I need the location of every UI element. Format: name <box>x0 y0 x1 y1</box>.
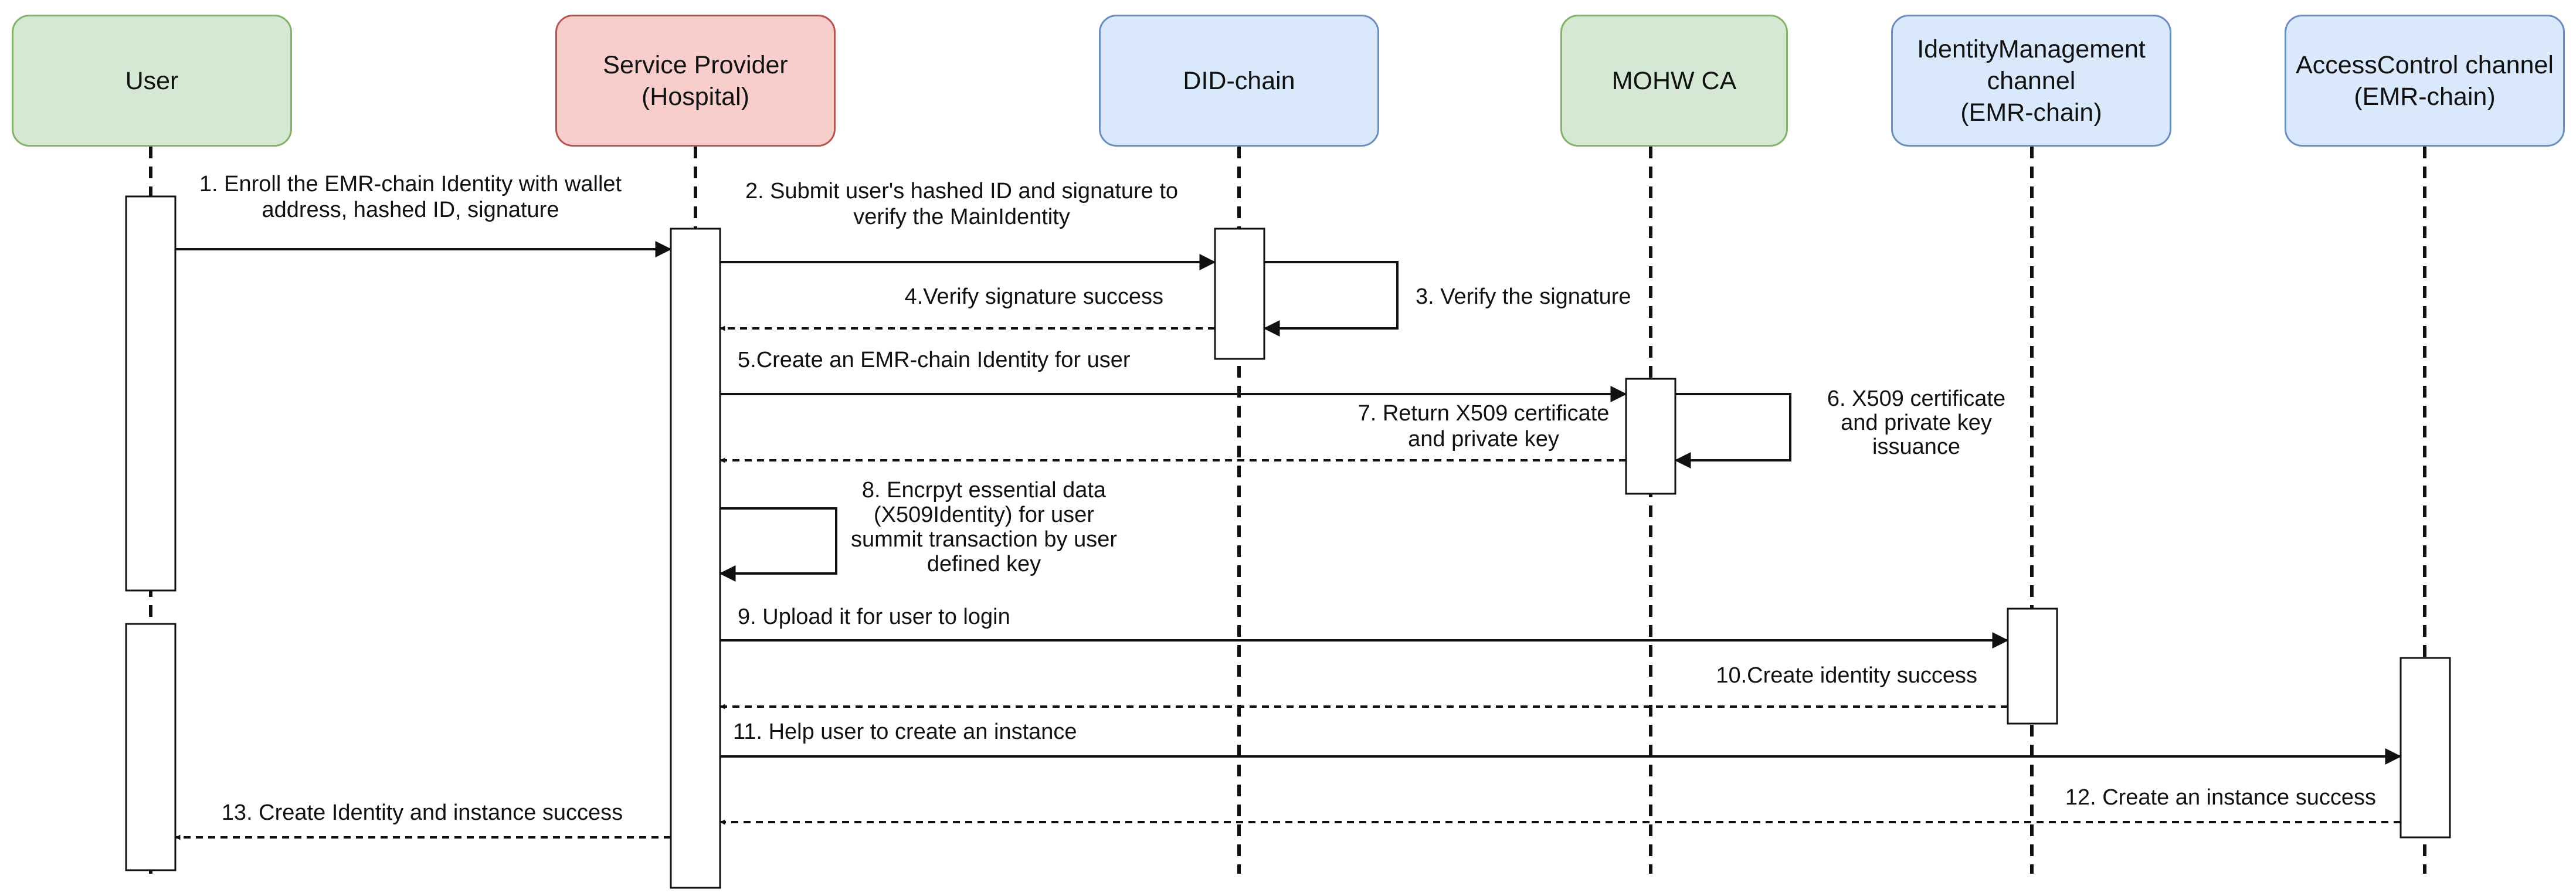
m1-line-1: 1. Enroll the EMR-chain Identity with wa… <box>199 172 622 196</box>
message-2-label: 2. Submit user's hashed ID and signature… <box>745 179 1178 229</box>
m6-line-1: 6. X509 certificate <box>1827 386 2005 411</box>
m2-line-2: verify the MainIdentity <box>853 205 1070 229</box>
m2-line-1: 2. Submit user's hashed ID and signature… <box>745 179 1178 203</box>
m6-line-3: issuance <box>1872 435 1960 459</box>
activation-mohw-ca <box>1625 378 1676 495</box>
activation-identity-management <box>2007 607 2058 725</box>
m5-line-1: 5.Create an EMR-chain Identity for user <box>738 348 1131 372</box>
m8-line-2: (X509Identity) for user <box>874 503 1094 527</box>
m7-line-1: 7. Return X509 certificate <box>1358 401 1610 426</box>
message-10-label: 10.Create identity success <box>1716 663 1977 688</box>
m3-line-1: 3. Verify the signature <box>1416 284 1631 309</box>
m11-line-1: 11. Help user to create an instance <box>733 719 1077 744</box>
participant-did-chain: DID-chain <box>1099 15 1379 147</box>
m9-line-1: 9. Upload it for user to login <box>738 605 1010 629</box>
m13-line-1: 13. Create Identity and instance success <box>222 800 623 825</box>
participant-mohw-ca: MOHW CA <box>1560 15 1788 147</box>
m4-line-1: 4.Verify signature success <box>905 284 1163 309</box>
message-8-self-arrow <box>719 507 837 582</box>
participant-access-control-channel: AccessControl channel (EMR-chain) <box>2285 15 2565 147</box>
m10-line-1: 10.Create identity success <box>1716 663 1977 688</box>
m6-line-2: and private key <box>1841 410 1992 435</box>
message-12-label: 12. Create an instance success <box>2065 785 2376 810</box>
activation-user-2 <box>125 623 177 871</box>
message-3-self-arrow <box>1263 261 1399 337</box>
message-3-label: 3. Verify the signature <box>1416 284 1631 309</box>
activation-access-control <box>2399 657 2451 839</box>
participant-user: User <box>12 15 292 147</box>
m7-line-2: and private key <box>1408 427 1559 452</box>
message-11-label: 11. Help user to create an instance <box>733 719 1077 744</box>
message-9-label: 9. Upload it for user to login <box>738 605 1010 629</box>
m8-line-1: 8. Encrpyt essential data <box>862 478 1107 503</box>
m8-line-3: summit transaction by user <box>851 527 1117 552</box>
participant-identity-management-channel: IdentityManagement channel (EMR-chain) <box>1891 15 2171 147</box>
message-1-label: 1. Enroll the EMR-chain Identity with wa… <box>199 172 622 222</box>
message-4-label: 4.Verify signature success <box>905 284 1163 309</box>
m12-line-1: 12. Create an instance success <box>2065 785 2376 810</box>
message-13-label: 13. Create Identity and instance success <box>222 800 623 825</box>
message-5-label: 5.Create an EMR-chain Identity for user <box>738 348 1131 372</box>
activation-user-1 <box>125 195 177 592</box>
message-8-label: 8. Encrpyt essential data(X509Identity) … <box>851 478 1117 576</box>
activation-service-provider <box>670 228 721 889</box>
message-6-self-arrow <box>1674 393 1791 469</box>
activation-did-chain <box>1214 228 1265 360</box>
participant-service-provider: Service Provider (Hospital) <box>555 15 836 147</box>
m8-line-4: defined key <box>927 552 1041 576</box>
m1-line-2: address, hashed ID, signature <box>262 198 559 222</box>
